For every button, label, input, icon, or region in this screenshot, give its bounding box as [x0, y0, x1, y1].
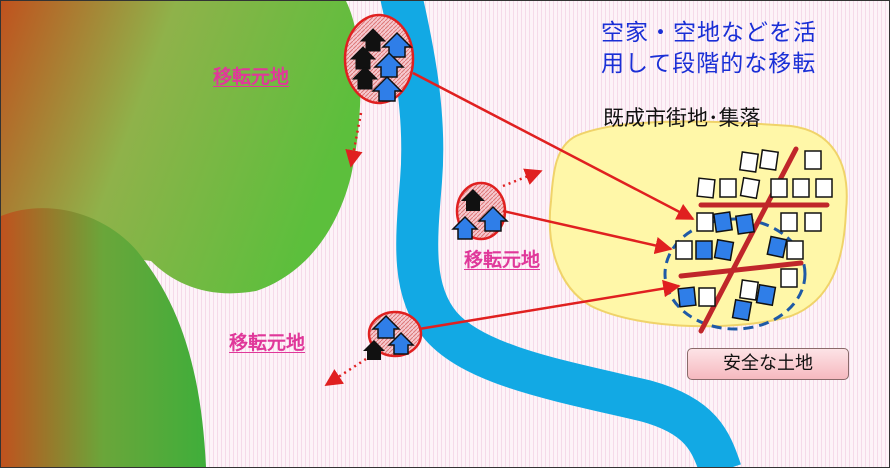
- origin-label-1: 移転元地: [213, 66, 290, 88]
- town-houses: [675, 149, 833, 307]
- blue-house-icon: [477, 205, 509, 232]
- origin-site-3: [363, 310, 423, 360]
- diagram-title: 空家・空地などを活 用して段階的な移転: [601, 18, 871, 80]
- black-house-icon: [461, 189, 485, 211]
- safe-land-label: 安全な土地: [687, 348, 849, 380]
- safe-land-circle: [663, 217, 807, 331]
- origin-site-1: [343, 13, 415, 105]
- title-line-2: 用して段階的な移転: [601, 51, 817, 77]
- blue-house-icon: [371, 31, 413, 102]
- hill-lower: [1, 208, 206, 467]
- blue-house-icon: [387, 331, 415, 355]
- blue-house-icon: [371, 314, 401, 339]
- origin-site-2: [451, 181, 509, 241]
- origin-label-3: 移転元地: [229, 332, 306, 354]
- title-line-1: 空家・空地などを活: [601, 20, 817, 46]
- town-label: 既成市街地･集落: [603, 106, 761, 130]
- relocated-houses: [677, 211, 788, 322]
- relocation-arrows: [412, 71, 695, 331]
- dispersal-arrows: [324, 112, 543, 387]
- black-house-icon: [349, 28, 387, 90]
- blue-house-icon: [451, 215, 479, 240]
- origin-label-2: 移転元地: [464, 249, 541, 271]
- black-house-icon: [363, 340, 385, 360]
